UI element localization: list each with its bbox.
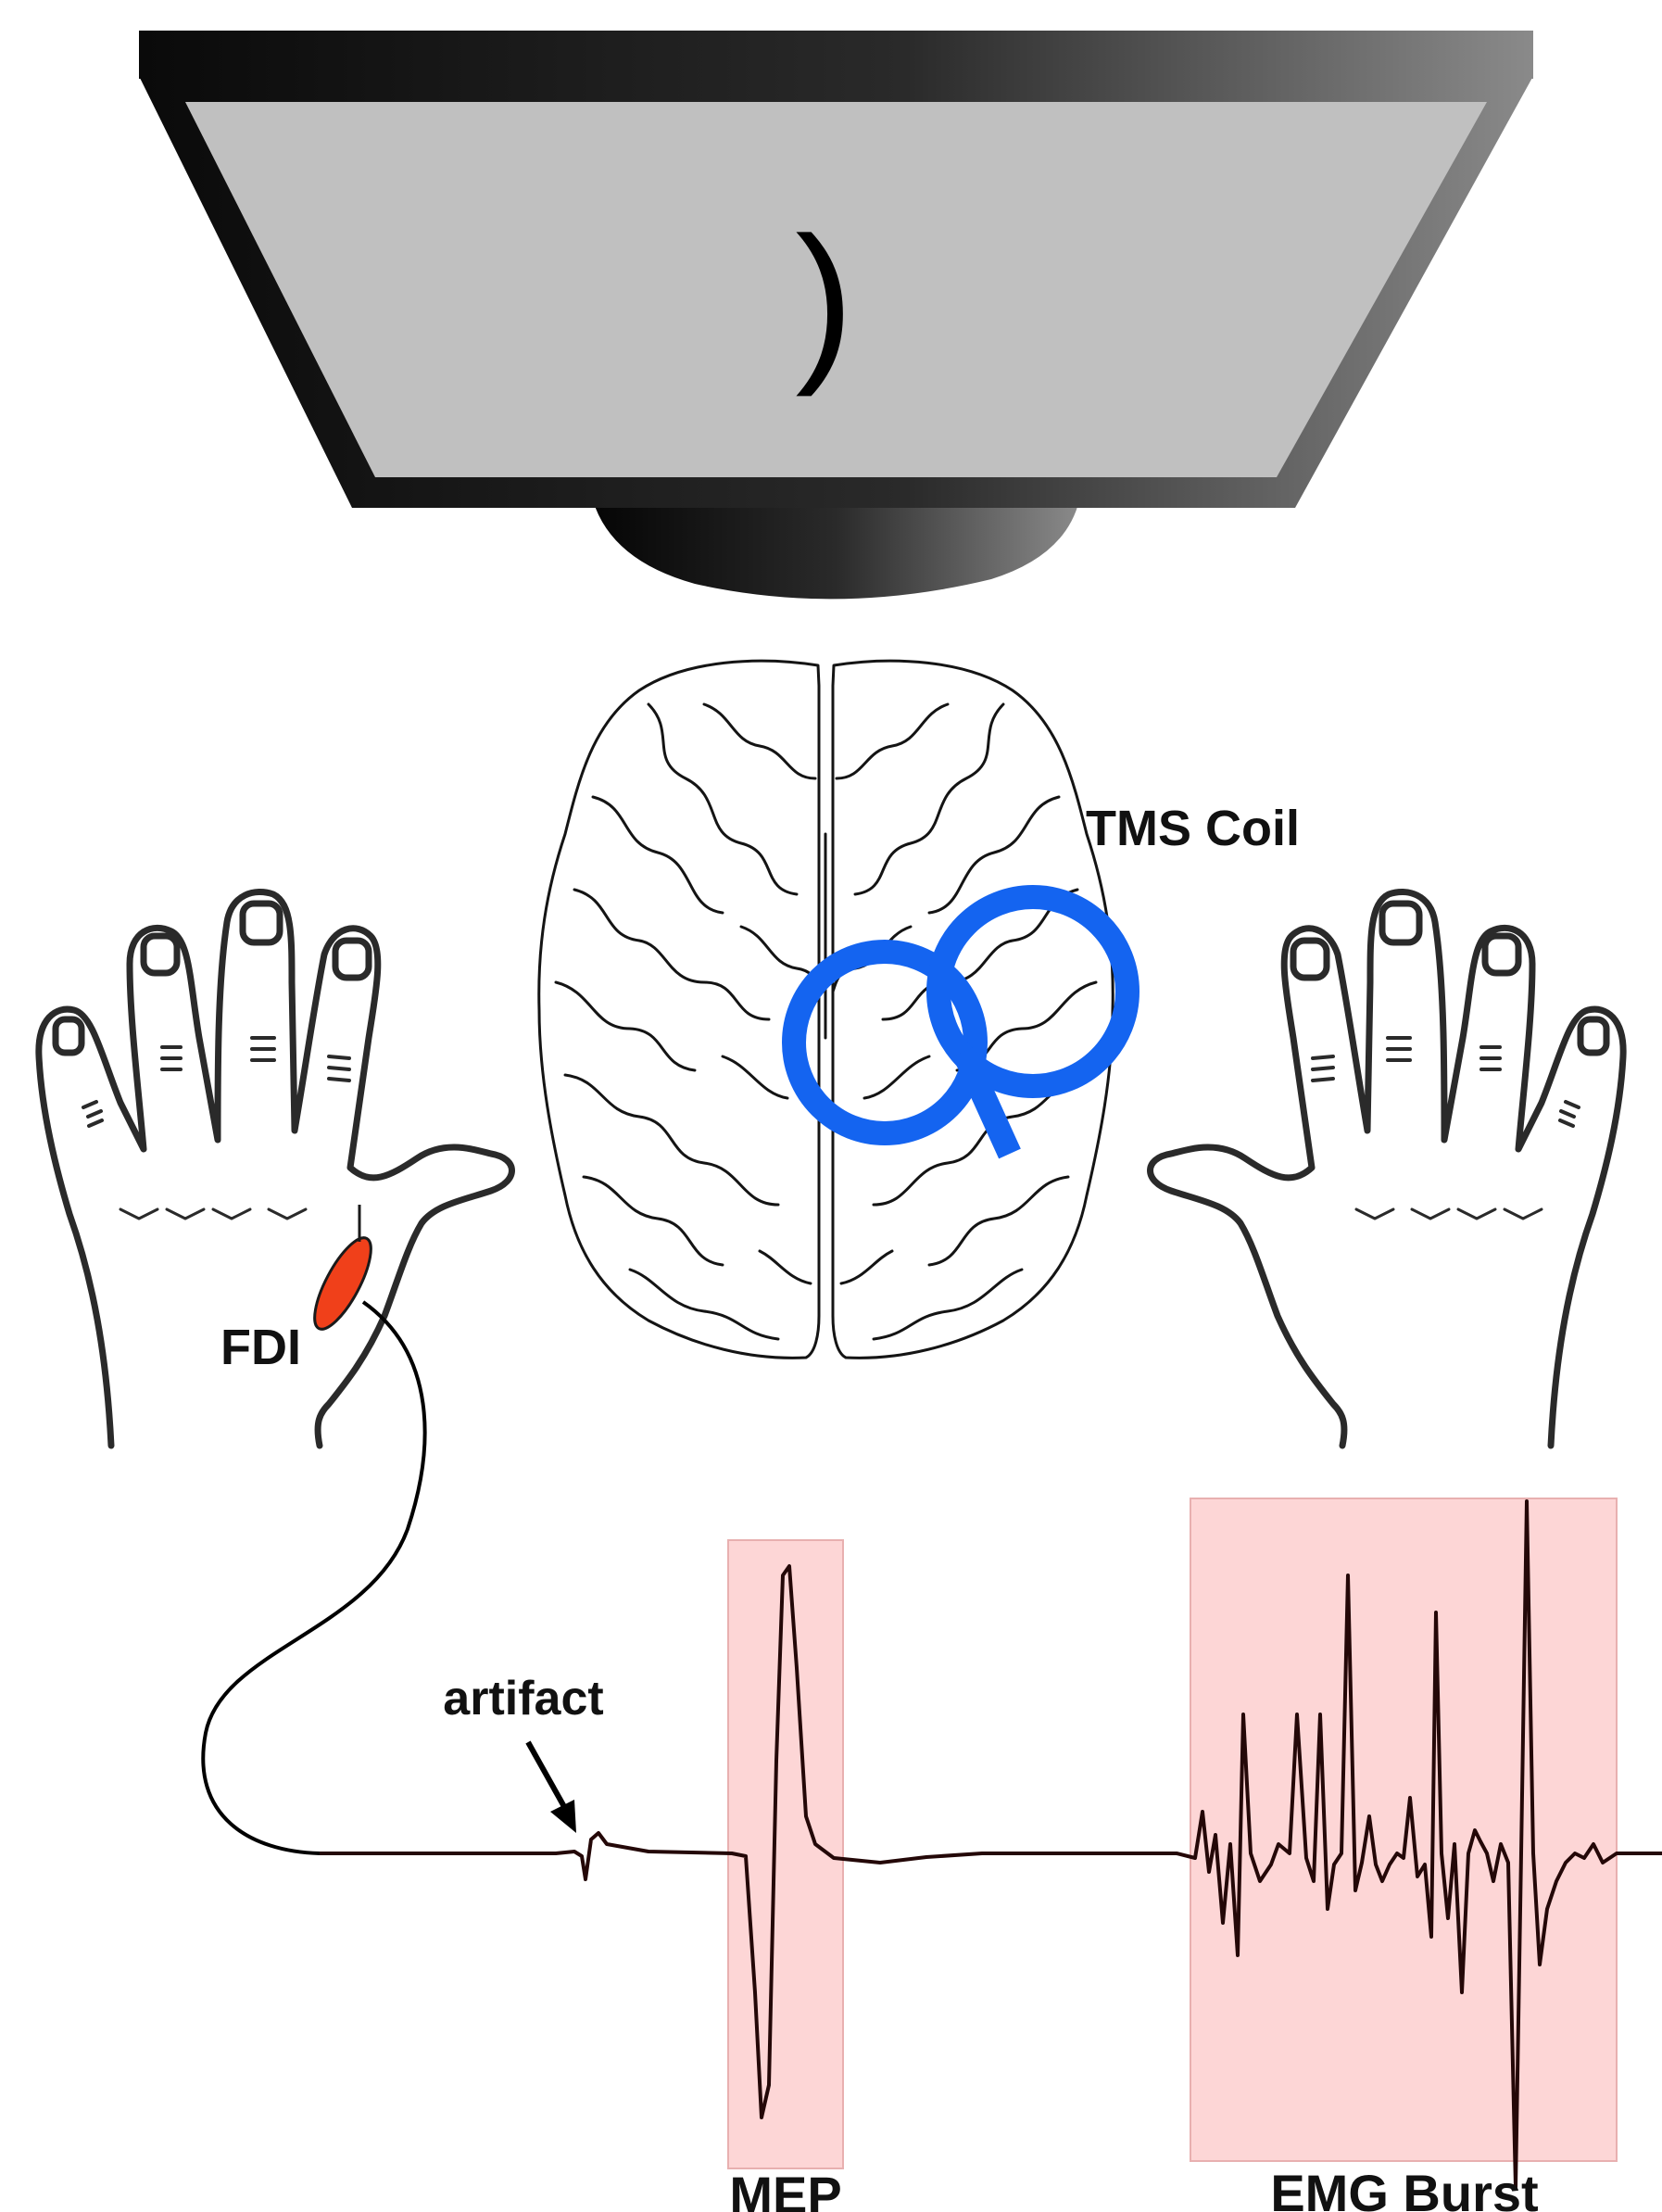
left-hand-nail xyxy=(335,941,369,978)
right-hand-nail xyxy=(1485,936,1518,973)
fdi-label: FDI xyxy=(220,1320,301,1375)
right-hand-nail xyxy=(1293,941,1327,978)
computer-monitor: ) xyxy=(139,31,1533,599)
fdi-muscle xyxy=(304,1231,381,1336)
right-hand xyxy=(1151,892,1624,1446)
right-hand-outline xyxy=(1151,892,1624,1446)
left-hand-nail xyxy=(144,936,177,973)
left-hand-nail xyxy=(56,1019,82,1053)
tms-coil xyxy=(794,897,1127,1154)
emg-electrode-cable xyxy=(203,1302,424,1853)
emg-burst-label: EMG Burst xyxy=(1270,2164,1538,2212)
brain-left-hemisphere xyxy=(539,661,819,1358)
left-hand-nail xyxy=(243,904,280,942)
artifact-label: artifact xyxy=(443,1672,603,1725)
right-hand-nail xyxy=(1580,1019,1606,1053)
stimulus-glyph: ) xyxy=(795,201,853,398)
artifact-arrow xyxy=(528,1742,576,1833)
right-hand-nail xyxy=(1382,904,1419,942)
monitor-stand xyxy=(593,500,1079,599)
tms-coil-label: TMS Coil xyxy=(1086,801,1300,856)
brain-illustration xyxy=(539,661,1114,1358)
monitor-top-bar xyxy=(139,31,1533,79)
mep-label: MEP xyxy=(729,2166,841,2212)
emg-burst-highlight-region xyxy=(1190,1498,1617,2161)
